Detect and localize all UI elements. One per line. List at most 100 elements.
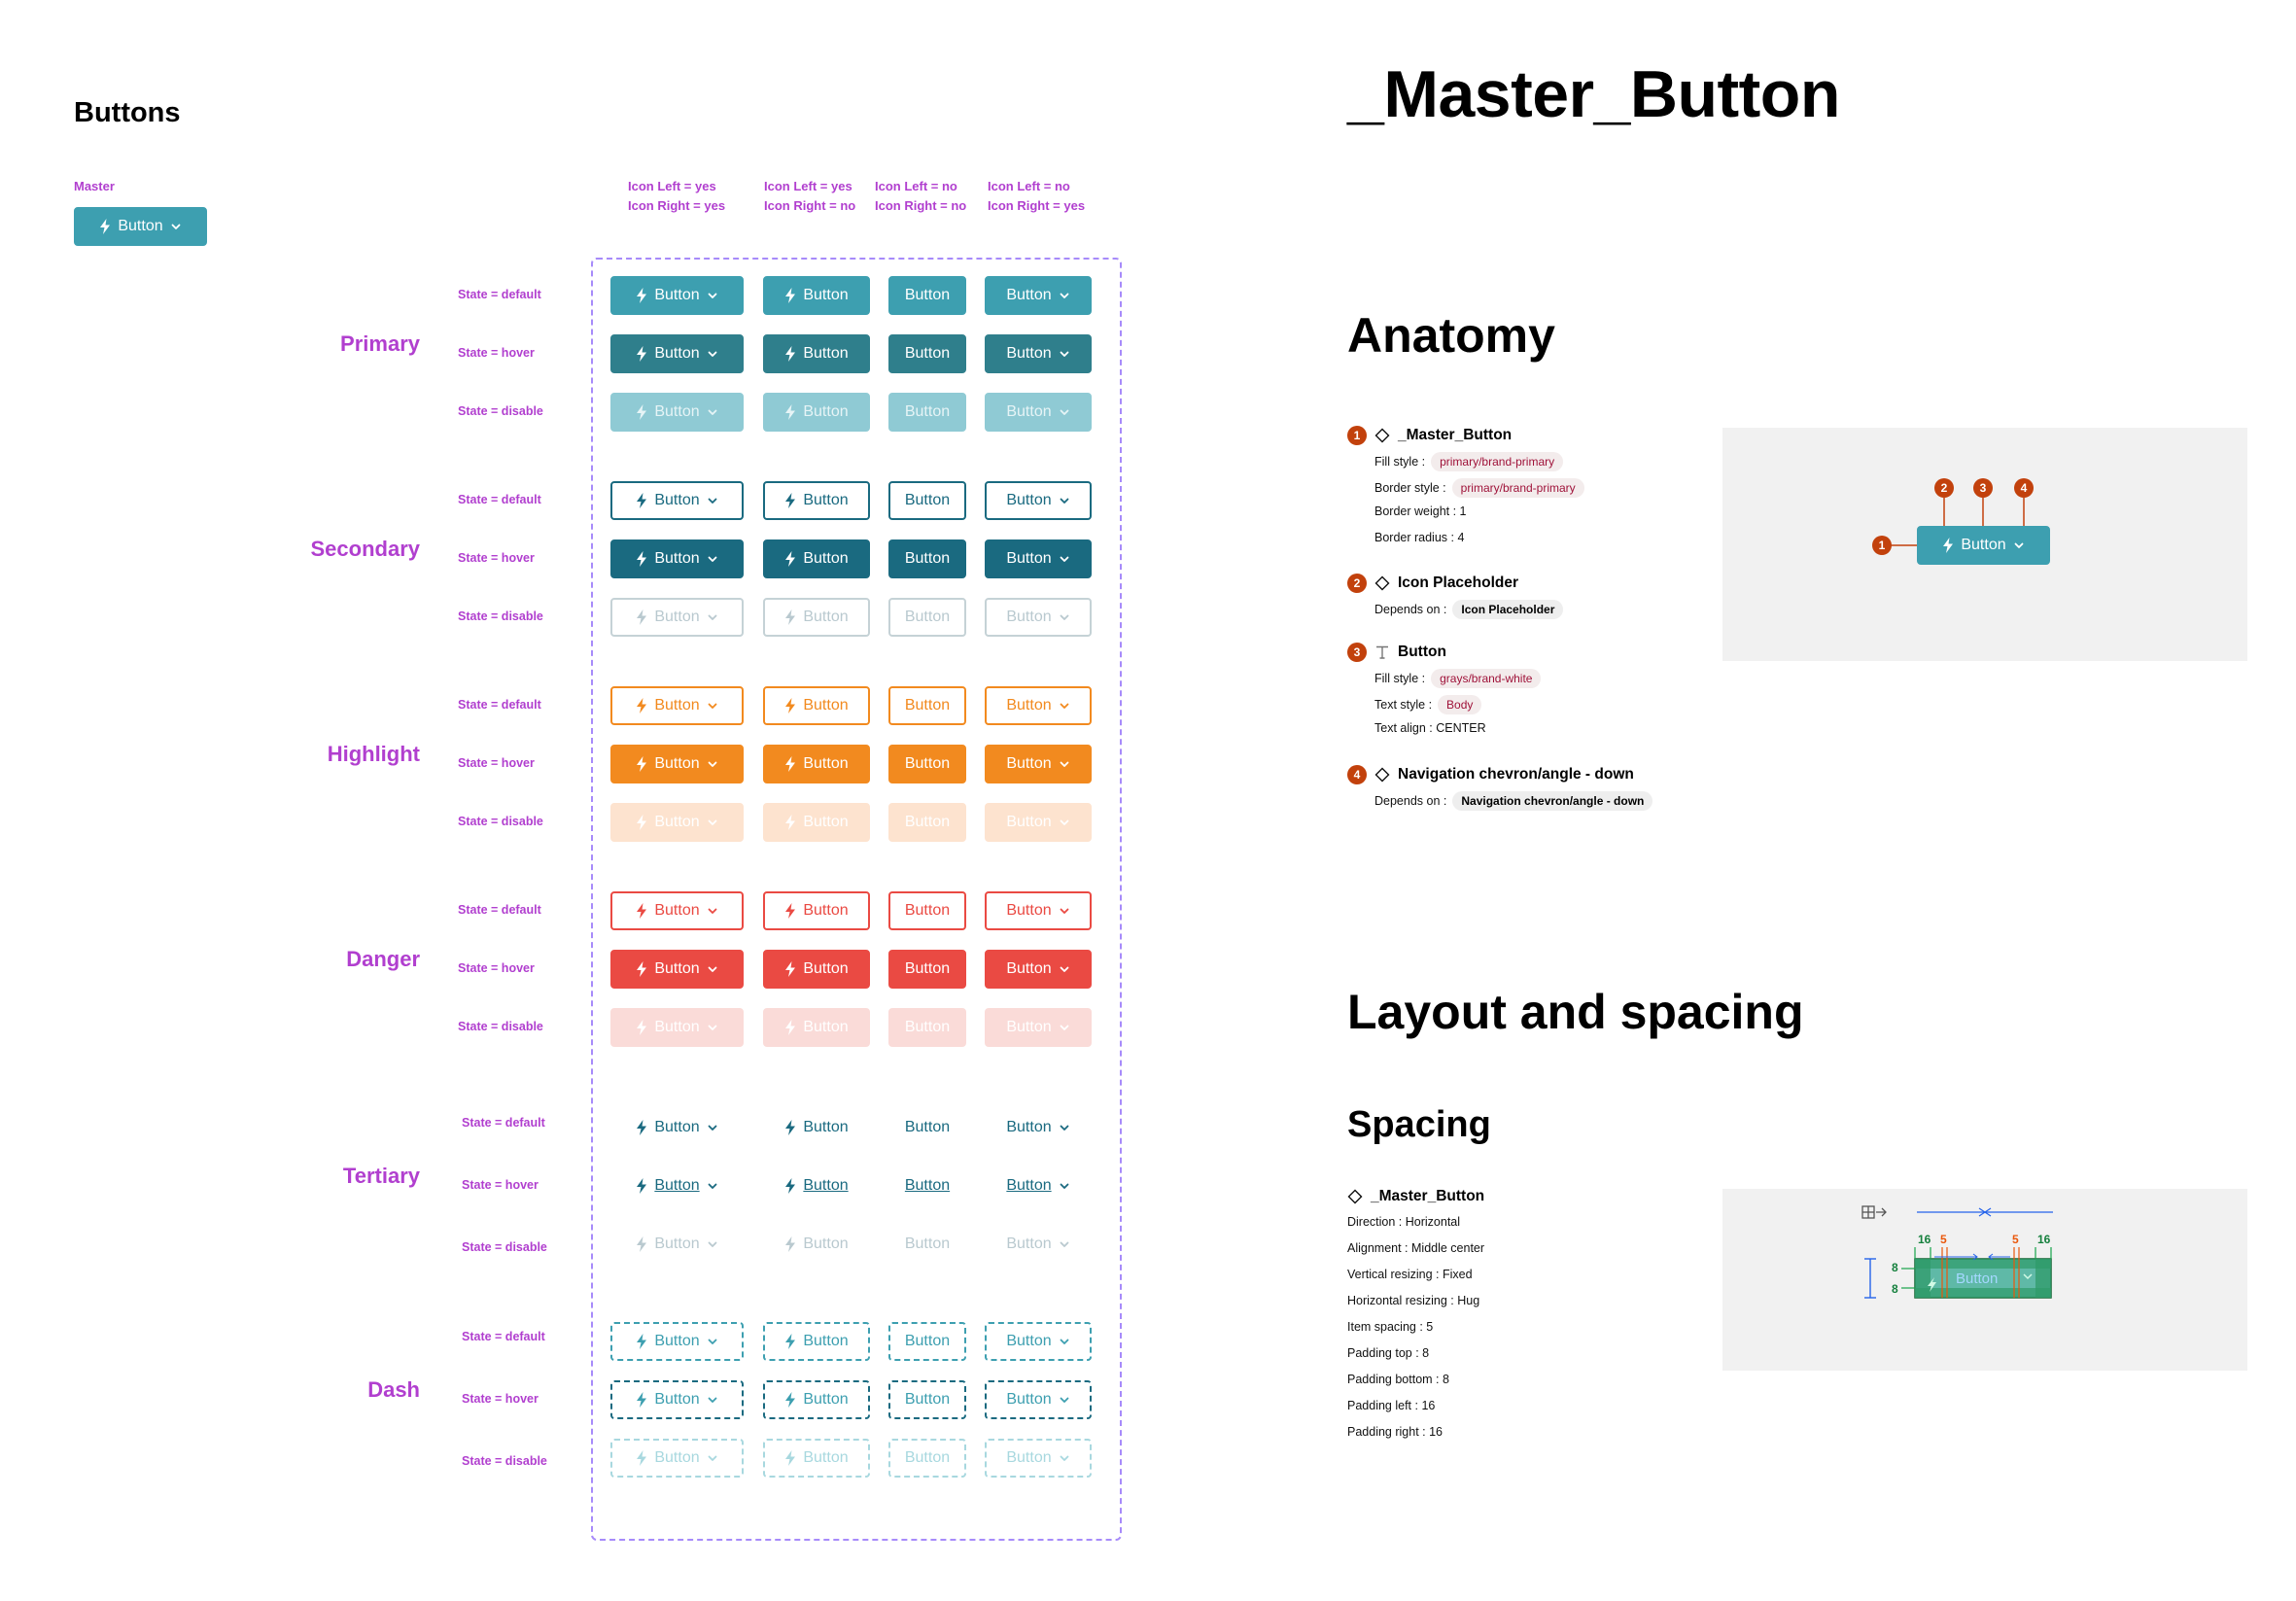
button-tertiary-state3-col2: Button [763, 1225, 870, 1264]
state-label-tertiary-1: State = default [462, 1116, 545, 1130]
layout-heading: Layout and spacing [1347, 985, 1804, 1039]
button-label: Button [904, 287, 951, 303]
chevron-down-icon [1060, 1397, 1069, 1403]
lightning-icon [637, 698, 647, 713]
button-danger-state1-col4[interactable]: Button [985, 891, 1092, 930]
button-primary-state1-col3[interactable]: Button [888, 276, 966, 315]
button-label: Button [1006, 287, 1052, 303]
button-label: Button [803, 902, 849, 919]
button-dash-state1-col1[interactable]: Button [610, 1322, 744, 1361]
button-dash-state2-col1[interactable]: Button [610, 1380, 744, 1419]
button-secondary-state2-col1[interactable]: Button [610, 539, 744, 578]
lightning-icon [100, 219, 111, 234]
lightning-icon [637, 404, 647, 420]
button-dash-state1-col4[interactable]: Button [985, 1322, 1092, 1361]
state-label-primary-2: State = hover [458, 346, 535, 360]
button-secondary-state2-col2[interactable]: Button [763, 539, 870, 578]
anatomy-prop: Depends on :Icon Placeholder [1374, 600, 1564, 619]
button-primary-state1-col4[interactable]: Button [985, 276, 1092, 315]
spacing-component-name: _Master_Button [1371, 1188, 1485, 1204]
anatomy-prop: Fill style :primary/brand-primary [1374, 452, 1564, 471]
button-primary-state2-col4[interactable]: Button [985, 334, 1092, 373]
button-dash-state2-col3[interactable]: Button [888, 1380, 966, 1419]
button-danger-state3-col3: Button [888, 1008, 966, 1047]
button-danger-state2-col1[interactable]: Button [610, 950, 744, 989]
button-primary-state2-col3[interactable]: Button [888, 334, 966, 373]
button-dash-state2-col4[interactable]: Button [985, 1380, 1092, 1419]
button-primary-state1-col1[interactable]: Button [610, 276, 744, 315]
button-label: Button [803, 1236, 849, 1252]
spacing-component-title: _Master_Button [1347, 1188, 1484, 1205]
button-secondary-state1-col3[interactable]: Button [888, 481, 966, 520]
button-tertiary-state3-col4: Button [985, 1225, 1092, 1264]
button-label: Button [904, 755, 951, 772]
chevron-down-icon [1060, 703, 1069, 709]
button-highlight-state1-col2[interactable]: Button [763, 686, 870, 725]
button-highlight-state1-col1[interactable]: Button [610, 686, 744, 725]
button-tertiary-state2-col4[interactable]: Button [985, 1166, 1092, 1205]
spacing-top-label: 8 [1892, 1261, 1898, 1274]
button-primary-state2-col1[interactable]: Button [610, 334, 744, 373]
button-label: Button [904, 1019, 951, 1035]
anatomy-heading: Anatomy [1347, 308, 1555, 363]
anatomy-prop-label: Fill style : [1374, 455, 1426, 469]
button-label: Button [803, 550, 849, 567]
button-tertiary-state2-col1[interactable]: Button [610, 1166, 744, 1205]
spacing-gap2-label: 5 [2012, 1233, 2019, 1246]
chevron-down-icon [708, 498, 717, 504]
button-highlight-state1-col3[interactable]: Button [888, 686, 966, 725]
button-dash-state1-col2[interactable]: Button [763, 1322, 870, 1361]
button-highlight-state2-col1[interactable]: Button [610, 745, 744, 783]
state-label-dash-1: State = default [462, 1330, 545, 1343]
lightning-icon [785, 756, 796, 772]
chevron-down-icon [708, 1025, 717, 1030]
chevron-down-icon [1060, 1241, 1069, 1247]
button-highlight-state2-col3[interactable]: Button [888, 745, 966, 783]
spacing-prop: Direction : Horizontal [1347, 1215, 1461, 1229]
button-dash-state2-col2[interactable]: Button [763, 1380, 870, 1419]
button-secondary-state1-col4[interactable]: Button [985, 481, 1092, 520]
button-label: Button [904, 1449, 951, 1466]
button-label: Button [654, 960, 700, 977]
button-danger-state1-col3[interactable]: Button [888, 891, 966, 930]
button-tertiary-state2-col2[interactable]: Button [763, 1166, 870, 1205]
button-secondary-state1-col1[interactable]: Button [610, 481, 744, 520]
button-danger-state1-col2[interactable]: Button [763, 891, 870, 930]
button-tertiary-state1-col2[interactable]: Button [763, 1108, 870, 1147]
button-danger-state2-col3[interactable]: Button [888, 950, 966, 989]
button-danger-state2-col4[interactable]: Button [985, 950, 1092, 989]
button-tertiary-state1-col4[interactable]: Button [985, 1108, 1092, 1147]
lightning-icon [785, 1392, 796, 1408]
spacing-right-label: 16 [2037, 1233, 2051, 1246]
button-danger-state1-col1[interactable]: Button [610, 891, 744, 930]
lightning-icon [785, 1450, 796, 1466]
button-tertiary-state2-col3[interactable]: Button [888, 1166, 966, 1205]
button-highlight-state2-col2[interactable]: Button [763, 745, 870, 783]
button-tertiary-state1-col3[interactable]: Button [888, 1108, 966, 1147]
state-label-primary-3: State = disable [458, 404, 543, 418]
state-label-primary-1: State = default [458, 288, 541, 301]
button-label: Button [1006, 697, 1052, 713]
button-dash-state1-col3[interactable]: Button [888, 1322, 966, 1361]
button-secondary-state1-col2[interactable]: Button [763, 481, 870, 520]
anatomy-prop-chip: grays/brand-white [1431, 669, 1542, 688]
button-secondary-state2-col3[interactable]: Button [888, 539, 966, 578]
state-label-danger-3: State = disable [458, 1020, 543, 1033]
anatomy-item-1: 1_Master_Button [1347, 426, 1512, 445]
button-highlight-state3-col3: Button [888, 803, 966, 842]
button-dash-state3-col4: Button [985, 1439, 1092, 1478]
anatomy-marker-3: 3 [1973, 478, 1993, 498]
button-tertiary-state1-col1[interactable]: Button [610, 1108, 744, 1147]
button-danger-state2-col2[interactable]: Button [763, 950, 870, 989]
chevron-down-icon [1060, 556, 1069, 562]
anatomy-prop: Text align : CENTER [1374, 721, 1486, 735]
button-primary-state2-col2[interactable]: Button [763, 334, 870, 373]
lightning-icon [637, 1236, 647, 1252]
button-primary-state1-col2[interactable]: Button [763, 276, 870, 315]
master-button[interactable]: Button [74, 207, 207, 246]
button-highlight-state2-col4[interactable]: Button [985, 745, 1092, 783]
anatomy-number: 2 [1347, 574, 1367, 593]
chevron-down-icon [708, 1241, 717, 1247]
button-highlight-state1-col4[interactable]: Button [985, 686, 1092, 725]
button-secondary-state2-col4[interactable]: Button [985, 539, 1092, 578]
